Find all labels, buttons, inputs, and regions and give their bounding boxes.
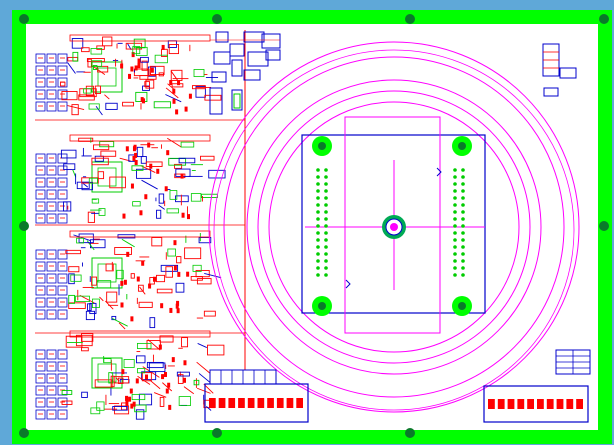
bottom-connectors [204, 369, 589, 423]
top-parts-cluster [209, 31, 281, 115]
circuit-block [35, 330, 225, 420]
left-circuit-area [35, 34, 226, 420]
via-icon [212, 428, 222, 438]
circuit-block [35, 134, 226, 224]
module-outline [301, 134, 486, 314]
via-icon [599, 221, 609, 231]
via-icon [405, 428, 415, 438]
via-icon [212, 14, 222, 24]
circuit-block [35, 230, 222, 330]
center-module[interactable] [301, 116, 486, 334]
via-icon [19, 14, 29, 24]
via-icon [19, 221, 29, 231]
outline-vias [19, 14, 609, 438]
bottom-right-parts [555, 349, 591, 375]
top-right-parts [542, 43, 577, 97]
center-connector-icon[interactable] [382, 215, 406, 239]
circuit-block [35, 34, 222, 116]
mounting-holes [312, 136, 472, 316]
pin-headers [316, 167, 465, 289]
via-icon [19, 428, 29, 438]
module-inner-rect [344, 116, 441, 334]
via-icon [405, 14, 415, 24]
via-icon [599, 14, 609, 24]
concentric-rings [208, 41, 580, 413]
